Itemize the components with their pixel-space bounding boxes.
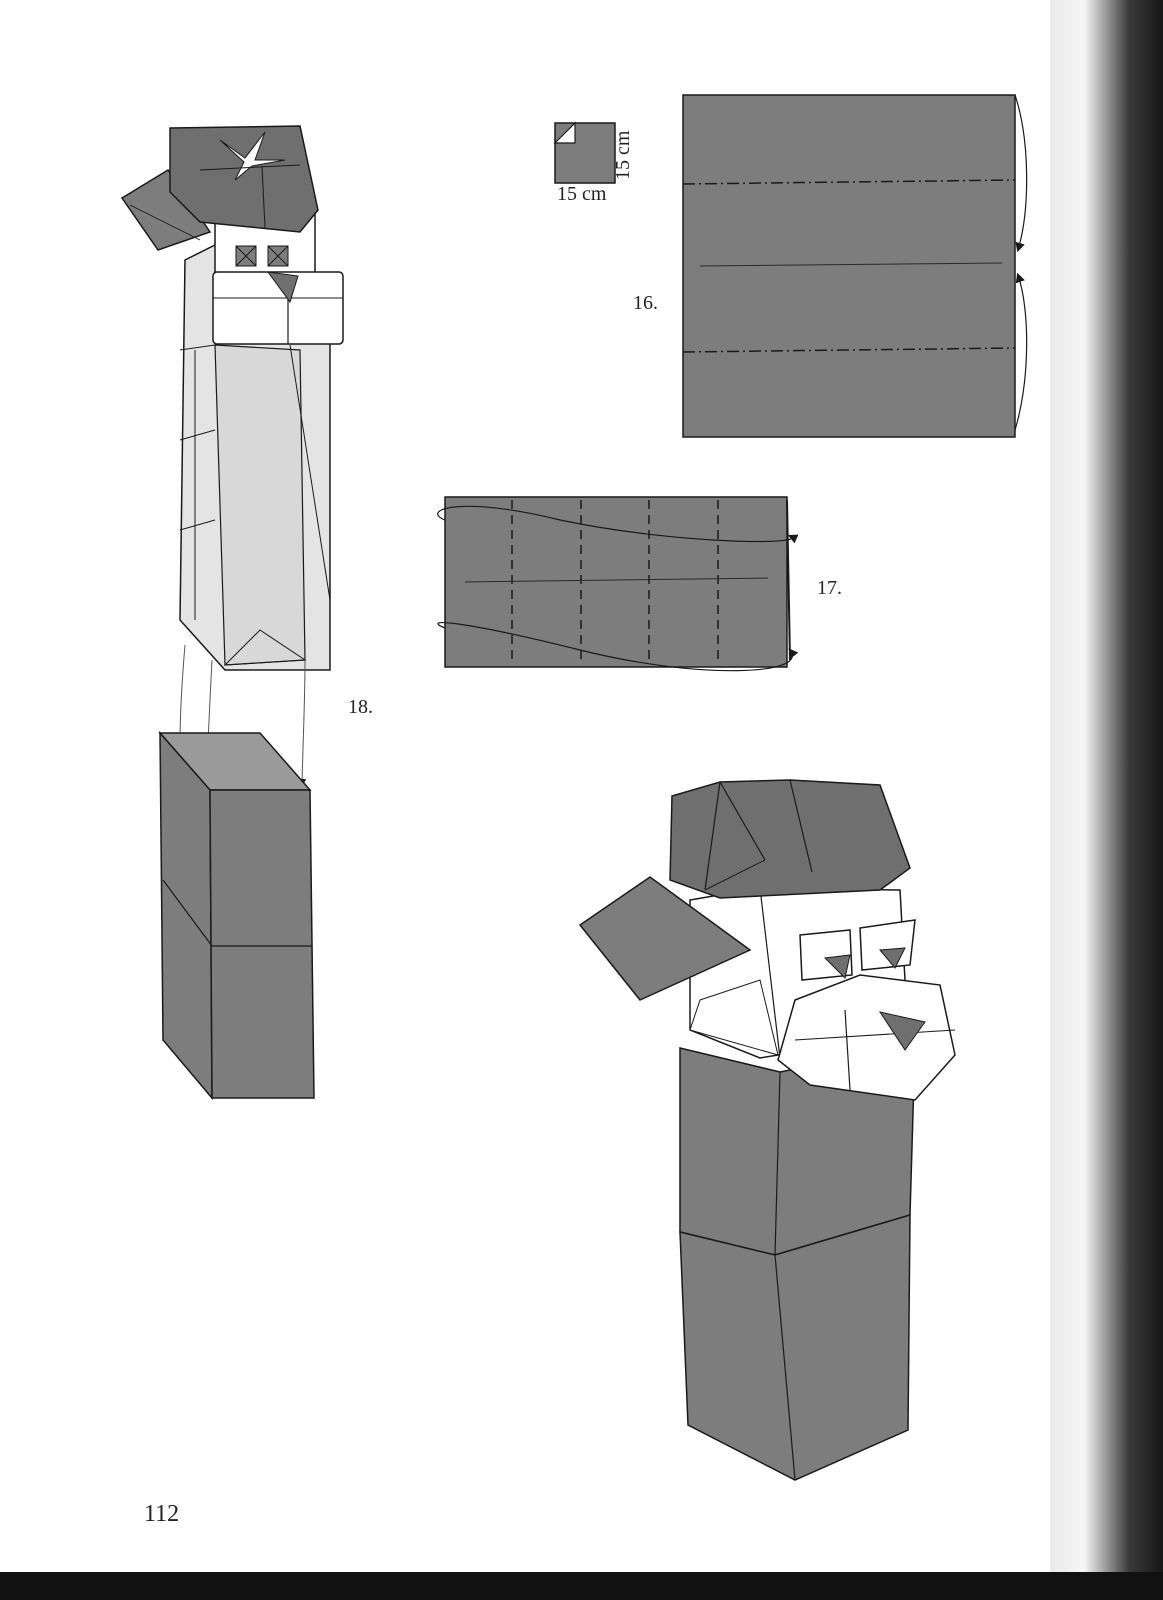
step18-box <box>158 730 315 1101</box>
page-number: 112 <box>144 1501 180 1527</box>
finished-dog-model <box>578 779 956 1481</box>
paper-width-label: 15 cm <box>557 183 607 205</box>
scan-bottom-border <box>0 1572 1163 1600</box>
step-17-label: 17. <box>817 577 842 599</box>
step17-rectangle <box>437 496 799 672</box>
book-binding-edge <box>1050 0 1163 1600</box>
step16-square <box>682 94 1028 438</box>
step-18-label: 18. <box>348 696 373 718</box>
step-16-label: 16. <box>633 292 658 314</box>
step18-folded-body <box>120 125 344 787</box>
paper-size-icon <box>553 121 616 184</box>
paper-height-label: 15 cm <box>612 130 634 180</box>
